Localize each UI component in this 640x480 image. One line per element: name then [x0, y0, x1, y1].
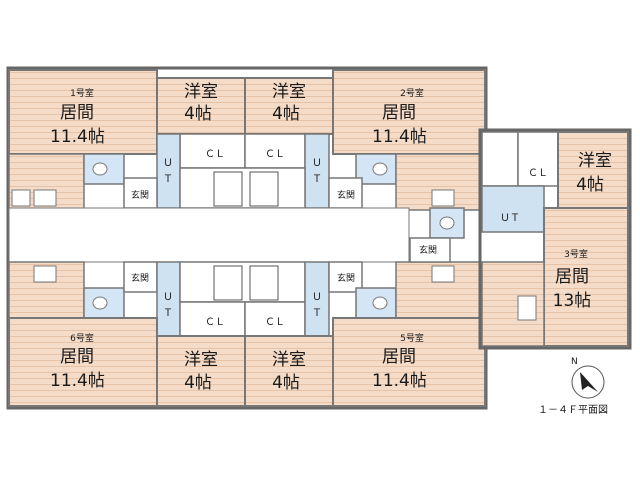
shaft-2	[249, 265, 279, 301]
bottom-western-1-name: 洋室	[184, 350, 218, 370]
unit3-toilet	[439, 216, 455, 230]
unit3-bath	[481, 131, 519, 187]
bottom-western-1-size: 4帖	[184, 373, 212, 393]
unit3-toilet-room	[429, 207, 465, 239]
top-western-1-size: 4帖	[184, 104, 212, 124]
unit1-sink	[33, 189, 57, 207]
unit1-ut-label-t: Ｔ	[163, 174, 173, 185]
unit3-room-size: 13帖	[553, 291, 592, 311]
plan-title: １－４Ｆ平面図	[538, 404, 608, 416]
unit1-room-size: 11.4帖	[50, 127, 105, 147]
unit5-ut-room	[304, 261, 330, 337]
unit3-number: 3号室	[564, 248, 588, 260]
unit1-number: 1号室	[70, 87, 94, 99]
unit2-ut-label-t: Ｔ	[312, 174, 322, 185]
unit6-toilet	[92, 296, 108, 310]
unit1-room-name: 居間	[60, 103, 94, 123]
unit3-ut-room	[481, 185, 545, 233]
corridor	[8, 207, 410, 263]
unit1-stove	[11, 189, 31, 207]
unit5-ut-label-t: Ｔ	[312, 308, 322, 319]
unit2-entrance-label: 玄関	[337, 189, 355, 201]
unit3-entrance-label: 玄関	[419, 244, 437, 256]
unit6-ut-label-u: Ｕ	[163, 292, 173, 303]
unit3-western-size: 4帖	[576, 175, 604, 195]
unit1-entrance-label: 玄関	[131, 189, 149, 201]
unit3-ut-label: ＵＴ	[500, 213, 520, 224]
bottom-western-2-name: 洋室	[272, 350, 306, 370]
unit5-number: 5号室	[400, 332, 424, 344]
unit3-room-name: 居間	[555, 267, 589, 287]
unit2-toilet	[372, 162, 388, 176]
unit2-sink	[431, 189, 455, 207]
top-western-2-size: 4帖	[272, 104, 300, 124]
unit3-western-name: 洋室	[578, 151, 612, 171]
unit3-western-floor	[557, 131, 629, 209]
unit5-room-size: 11.4帖	[372, 371, 427, 391]
unit5-room-name: 居間	[382, 347, 416, 367]
unit5-sink	[431, 265, 455, 283]
bottom-closet-2	[244, 301, 306, 337]
bottom-closet-2-label: ＣＬ	[265, 317, 285, 328]
unit2-room-size: 11.4帖	[372, 127, 427, 147]
elevator-1	[213, 171, 243, 207]
unit6-ut-label-t: Ｔ	[163, 308, 173, 319]
unit2-entrance	[328, 177, 363, 209]
unit1-entrance	[123, 177, 158, 209]
unit1-ut-room	[156, 133, 181, 209]
unit1-toilet	[92, 162, 108, 176]
unit6-entrance-label: 玄関	[131, 272, 149, 284]
unit5-living-floor	[332, 317, 486, 407]
unit3-living-floor	[543, 207, 629, 347]
top-western-2-name: 洋室	[272, 82, 306, 102]
bottom-western-2-size: 4帖	[272, 373, 300, 393]
unit3-sink	[517, 295, 537, 321]
unit3-entrance	[409, 237, 451, 263]
unit6-room-name: 居間	[60, 347, 94, 367]
unit2-ut-label-u: Ｕ	[312, 158, 322, 169]
top-closet-2-label: ＣＬ	[265, 149, 285, 160]
top-western-1-name: 洋室	[184, 82, 218, 102]
top-closet-1-label: ＣＬ	[205, 149, 225, 160]
unit2-room-name: 居間	[382, 103, 416, 123]
unit5-entrance	[328, 261, 363, 293]
unit2-number: 2号室	[400, 87, 424, 99]
unit6-living-floor	[8, 317, 158, 407]
north-arrow-icon	[571, 365, 605, 399]
bottom-western-2-floor	[244, 335, 334, 407]
unit6-sink	[33, 265, 57, 283]
unit3-closet	[517, 131, 559, 187]
bottom-western-1-floor	[156, 335, 246, 407]
unit3-closet-label: ＣＬ	[528, 168, 548, 179]
unit1-ut-label-u: Ｕ	[163, 158, 173, 169]
compass-north-label: N	[571, 357, 578, 367]
unit6-number: 6号室	[70, 332, 94, 344]
unit5-ut-label-u: Ｕ	[312, 292, 322, 303]
unit2-ut-room	[304, 133, 330, 209]
unit1-living-floor	[8, 69, 158, 155]
unit5-toilet	[372, 296, 388, 310]
shaft-1	[213, 265, 243, 301]
unit6-room-size: 11.4帖	[50, 371, 105, 391]
elevator-2	[249, 171, 279, 207]
unit5-entrance-label: 玄関	[337, 272, 355, 284]
bottom-closet-1-label: ＣＬ	[205, 317, 225, 328]
